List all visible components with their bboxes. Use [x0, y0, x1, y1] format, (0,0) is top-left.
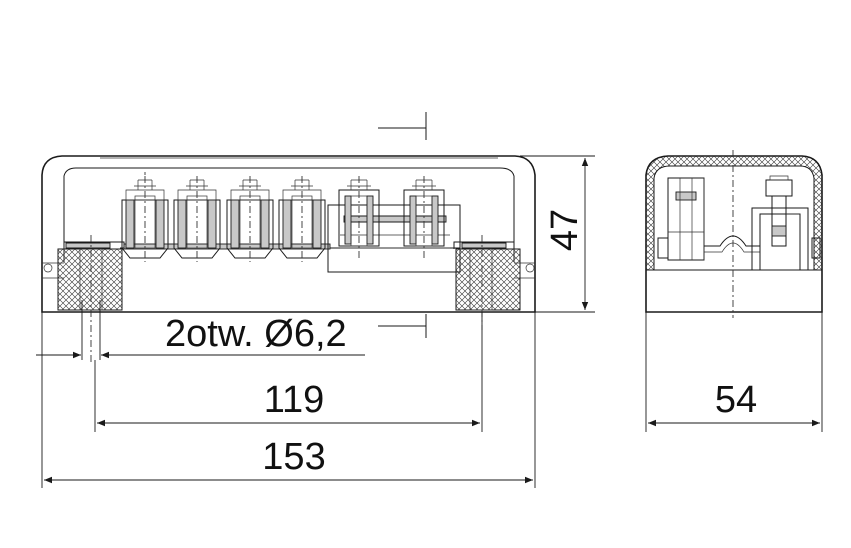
section-marker-bottom: [378, 314, 427, 338]
housing-outline: [41, 155, 536, 313]
left-mount-boss: [57, 248, 123, 311]
terminal-clamp-6: [403, 176, 445, 258]
side-clamp-right: [751, 175, 821, 270]
side-clamp-left: [657, 177, 705, 261]
dimension-hole-spacing: 119: [94, 312, 483, 432]
terminal-clamp-1: [121, 176, 169, 262]
terminal-clamp-5: [338, 176, 380, 258]
right-mount-boss: [455, 248, 521, 311]
side-housing-outline: [645, 155, 823, 313]
terminal-clamp-4: [278, 176, 326, 262]
hole-spacing-label: 119: [264, 379, 325, 421]
dimension-depth: 54: [645, 312, 823, 432]
dimension-holes: 2otw. Ø6,2: [36, 300, 365, 360]
depth-label: 54: [715, 379, 757, 421]
terminal-clamp-3: [226, 176, 274, 262]
section-marker-top: [378, 112, 427, 140]
terminal-clamp-2: [173, 176, 221, 262]
holes-label: 2otw. Ø6,2: [165, 313, 347, 355]
side-housing-wall: [645, 155, 823, 271]
dimension-total-length: 153: [41, 312, 536, 488]
dimension-height-label: 47: [544, 209, 586, 251]
housing-inner: [63, 167, 515, 262]
dimension-height: 47: [520, 155, 595, 313]
total-length-label: 153: [262, 436, 325, 478]
front-view: [41, 112, 536, 362]
side-view: [645, 150, 823, 318]
